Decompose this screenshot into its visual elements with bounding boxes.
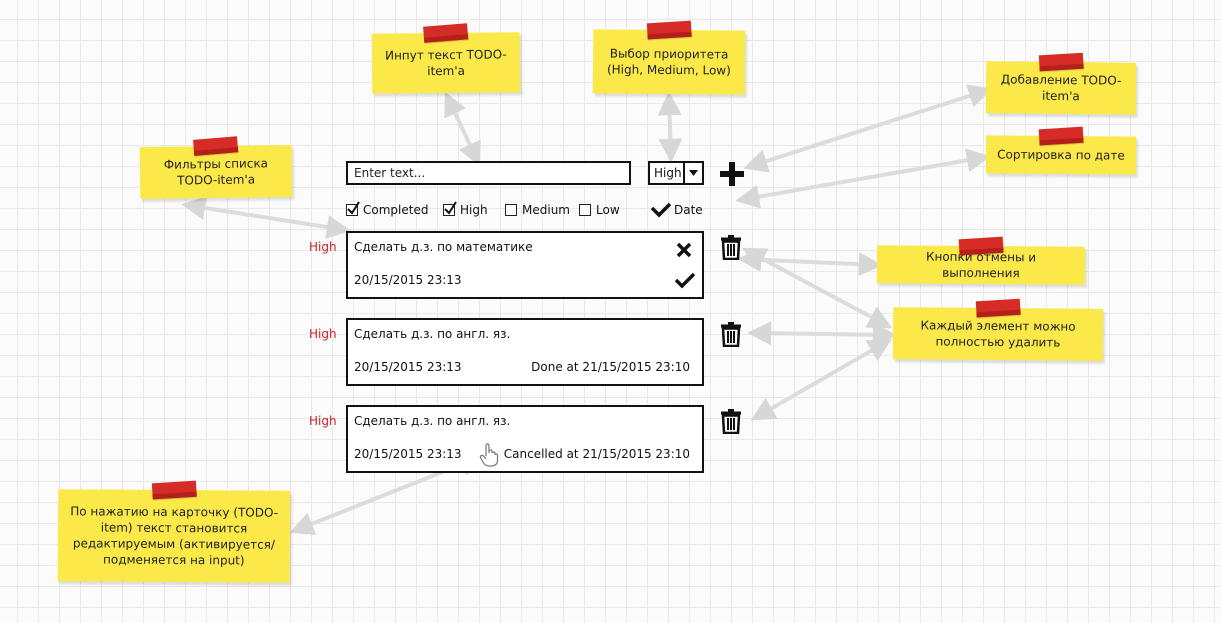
tape — [193, 136, 239, 156]
todo-title: Сделать д.з. по англ. яз. — [354, 414, 511, 428]
trash-icon[interactable] — [720, 234, 742, 260]
note-input-text: Инпут текст TODO-item'а — [371, 23, 521, 94]
todo-date: 20/15/2015 23:13 — [354, 360, 462, 374]
tape — [151, 480, 197, 500]
filter-completed[interactable]: Completed — [346, 201, 429, 217]
note-text: По нажатию на карточку (TODO-item) текст… — [70, 504, 279, 568]
cancel-icon[interactable] — [676, 242, 692, 258]
checkbox-checked[interactable] — [346, 201, 360, 216]
todo-card[interactable]: Сделать д.з. по англ. яз. 20/15/2015 23:… — [346, 318, 704, 386]
trash-icon[interactable] — [720, 408, 742, 434]
check-icon — [650, 202, 672, 218]
priority-select[interactable]: High — [648, 161, 704, 185]
tape — [646, 20, 692, 40]
priority-select-value: High — [654, 166, 682, 180]
note-text: Каждый элемент можно полностью удалить — [920, 318, 1076, 350]
checkbox-unchecked[interactable] — [579, 204, 591, 216]
sort-label: Date — [674, 203, 703, 217]
trash-icon[interactable] — [720, 321, 742, 347]
chevron-down-icon[interactable] — [683, 163, 702, 183]
note-sort-date: Сортировка по дате — [985, 126, 1137, 175]
checkbox-checked[interactable] — [443, 201, 457, 216]
note-text: Фильтры списка TODO-item'а — [163, 156, 269, 188]
todo-status: Cancelled at 21/15/2015 23:10 — [503, 447, 690, 461]
todo-title: Сделать д.з. по англ. яз. — [354, 327, 511, 341]
todo-status: Done at 21/15/2015 23:10 — [531, 360, 690, 374]
note-text: Выбор приоритета (High, Medium, Low) — [606, 46, 731, 78]
todo-card[interactable]: Сделать д.з. по англ. яз. 20/15/2015 23:… — [346, 405, 704, 473]
tape — [423, 23, 469, 43]
done-icon[interactable] — [674, 272, 696, 289]
note-filters: Фильтры списка TODO-item'а — [139, 136, 293, 200]
todo-card[interactable]: Сделать д.з. по математике 20/15/2015 23… — [346, 231, 704, 299]
tape — [1038, 126, 1084, 146]
todo-title: Сделать д.з. по математике — [354, 240, 533, 254]
todo-text-input[interactable] — [346, 161, 631, 185]
note-text: Добавление TODO-item'а — [1000, 72, 1122, 104]
item-priority: High — [309, 240, 337, 254]
filter-label: Completed — [363, 203, 429, 217]
note-text: Сортировка по дате — [997, 147, 1125, 163]
item-priority: High — [309, 414, 337, 428]
checkbox-unchecked[interactable] — [505, 204, 517, 216]
filter-medium[interactable]: Medium — [505, 203, 570, 217]
todo-date: 20/15/2015 23:13 — [354, 273, 462, 287]
sort-by-date[interactable]: Date — [650, 202, 703, 218]
filter-label: Low — [596, 203, 620, 217]
filter-high[interactable]: High — [443, 201, 488, 217]
note-edit: По нажатию на карточку (TODO-item) текст… — [57, 480, 291, 583]
tape — [975, 298, 1021, 318]
todo-date: 20/15/2015 23:13 — [354, 447, 462, 461]
tape — [1038, 52, 1084, 72]
note-cancel-done: Кнопки отмены и выполнения — [876, 236, 1086, 285]
hand-pointer-icon — [479, 443, 499, 467]
note-text: Инпут текст TODO-item'а — [384, 47, 507, 79]
note-add-item: Добавление TODO-item'а — [985, 52, 1137, 115]
tape — [958, 236, 1004, 256]
note-priority-select: Выбор приоритета (High, Medium, Low) — [592, 20, 746, 95]
filter-label: High — [460, 203, 488, 217]
filter-label: Medium — [522, 203, 570, 217]
add-item-button[interactable] — [719, 161, 745, 187]
filter-low[interactable]: Low — [579, 203, 620, 217]
note-delete: Каждый элемент можно полностью удалить — [892, 298, 1104, 361]
item-priority: High — [309, 327, 337, 341]
plus-icon — [720, 162, 744, 186]
